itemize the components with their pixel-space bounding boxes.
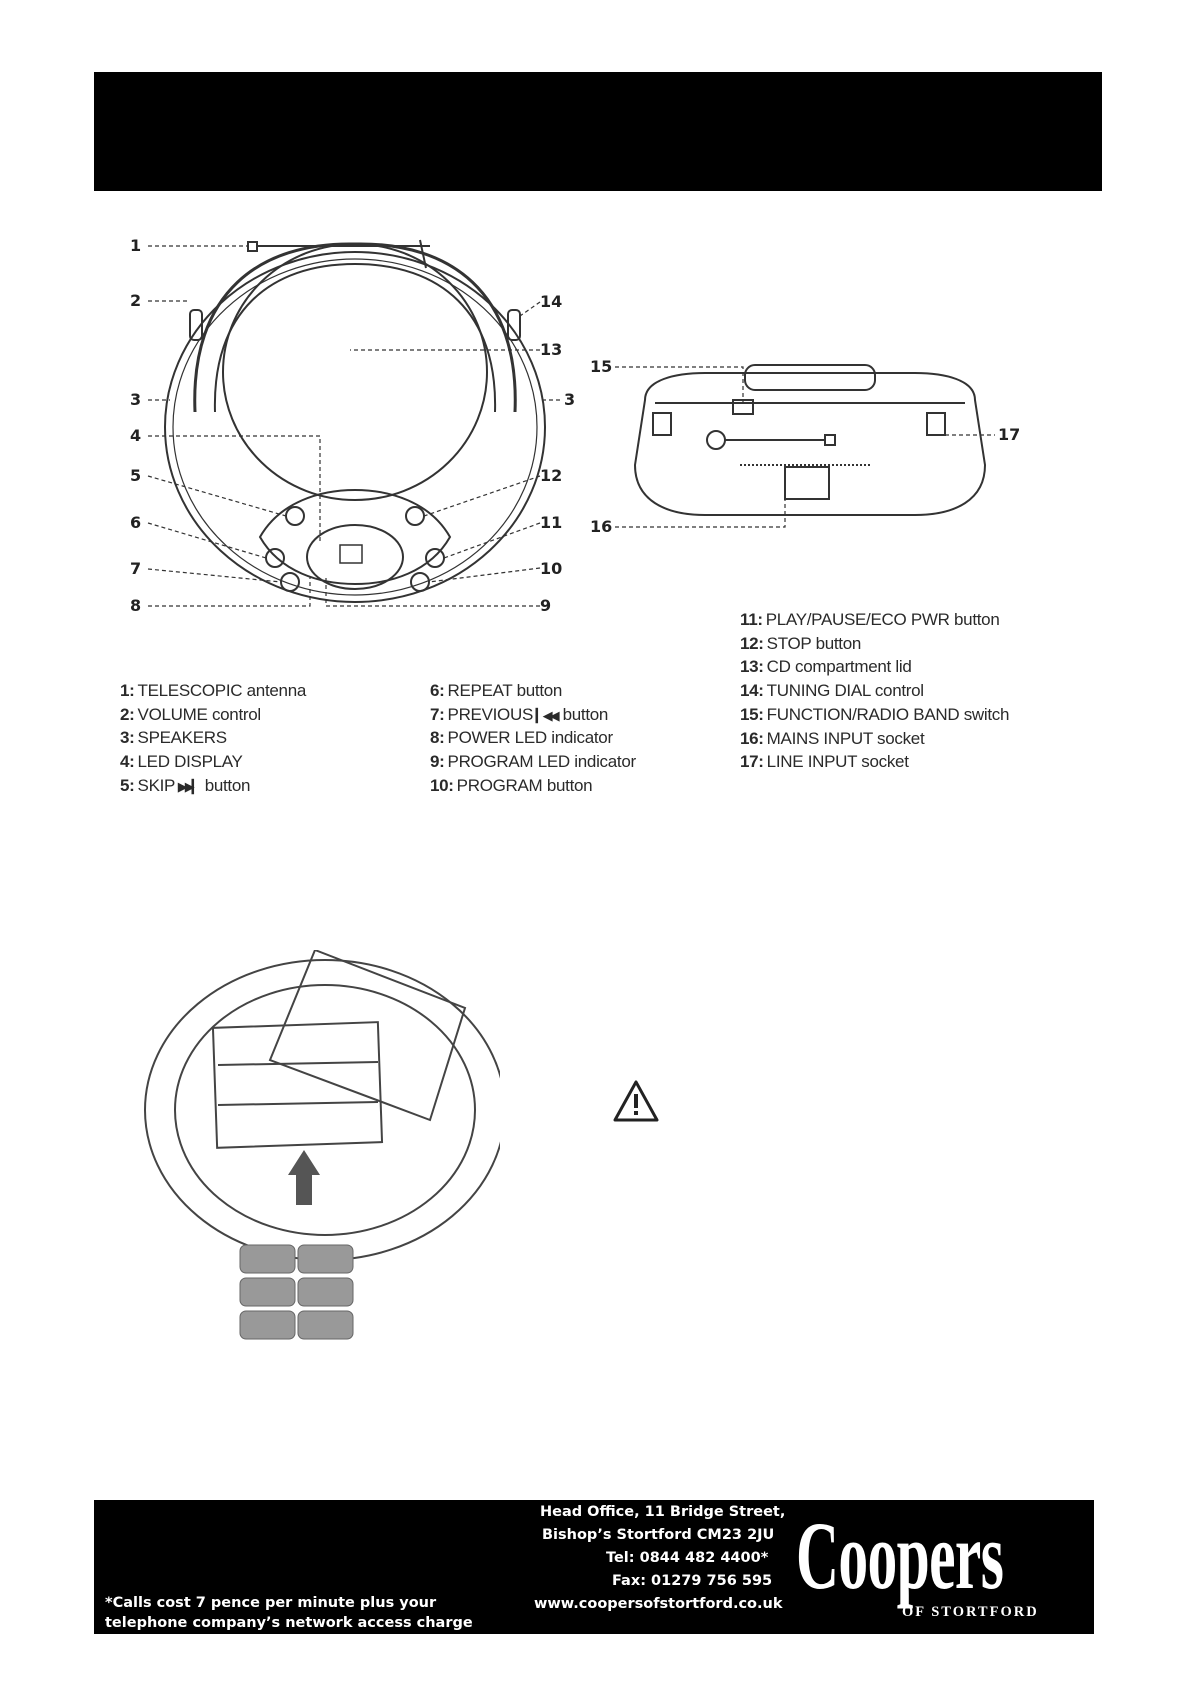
callout-17-label: 17 <box>998 425 1020 444</box>
skip-back-icon: ▎◀◀ <box>535 707 560 723</box>
legend-item-16: 16:MAINS INPUT socket <box>740 728 925 749</box>
callout-7-label: 7 <box>130 559 141 578</box>
callout-1-label: 1 <box>130 236 141 255</box>
warning-triangle-icon <box>613 1080 659 1122</box>
legend-item-10: 10:PROGRAM button <box>430 775 593 796</box>
legend-number: 11: <box>740 610 763 629</box>
legend-text: TUNING DIAL control <box>766 681 924 701</box>
legend-number: 17: <box>740 752 764 772</box>
footnote-line-2: telephone company’s network access charg… <box>105 1615 473 1631</box>
legend-number: 6: <box>430 681 445 700</box>
legend-number: 2: <box>120 704 135 724</box>
legend-text: PREVIOUS <box>447 704 534 724</box>
legend-item-8: 8:POWER LED indicator <box>430 728 613 748</box>
legend-text: VOLUME control <box>137 704 262 724</box>
legend-item-1: 1:TELESCOPIC antenna <box>120 681 306 701</box>
legend-text: MAINS INPUT socket <box>766 728 925 748</box>
legend-item-5: 5:SKIP ▶▶▎button <box>120 776 250 796</box>
battery-installation-diagram <box>144 950 500 1340</box>
skip-forward-icon: ▶▶▎ <box>177 778 202 794</box>
legend-text: TELESCOPIC antenna <box>137 681 307 700</box>
callout-8-label: 8 <box>130 596 141 615</box>
legend-number: 13: <box>740 657 764 677</box>
legend-text: PLAY/PAUSE/ECO PWR button <box>765 610 1000 629</box>
callout-15-label: 15 <box>590 357 612 376</box>
back-view-diagram: 15 16 17 <box>590 357 1020 536</box>
legend-item-4: 4:LED DISPLAY <box>120 752 243 772</box>
legend-text: SPEAKERS <box>137 728 228 748</box>
footnote-line-1: *Calls cost 7 pence per minute plus your <box>105 1595 437 1611</box>
callout-16-label: 16 <box>590 517 612 536</box>
legend-item-11: 11:PLAY/PAUSE/ECO PWR button <box>740 610 1000 630</box>
legend-item-17: 17:LINE INPUT socket <box>740 752 909 772</box>
legend-number: 16: <box>740 728 764 748</box>
callout-3-label: 3 <box>130 390 141 409</box>
legend-text: CD compartment lid <box>766 657 912 677</box>
callout-10-label: 10 <box>540 559 562 578</box>
telephone-line: Tel: 0844 482 4400* <box>606 1550 769 1566</box>
legend-text: PROGRAM LED indicator <box>447 752 637 772</box>
legend-item-15: 15:FUNCTION/RADIO BAND switch <box>740 705 1009 725</box>
website-link[interactable]: www.coopersofstortford.co.uk <box>534 1596 783 1612</box>
callout-9-label: 9 <box>540 596 551 615</box>
fax-line: Fax: 01279 756 595 <box>612 1573 773 1589</box>
legend-number: 14: <box>740 681 764 701</box>
legend-number: 4: <box>120 752 135 772</box>
logo-subtitle: OF STORTFORD <box>902 1604 1039 1620</box>
callout-12-label: 12 <box>540 466 562 485</box>
address-line-2: Bishop’s Stortford CM23 2JU <box>542 1527 775 1543</box>
legend-text: STOP button <box>766 633 862 653</box>
callout-13-label: 13 <box>540 340 562 359</box>
legend-text: button <box>562 704 609 724</box>
footer-bar: Head Office, 11 Bridge Street, Bishop’s … <box>94 1500 1094 1634</box>
legend-number: 7: <box>430 704 445 724</box>
legend-item-6: 6:REPEAT button <box>430 681 562 701</box>
callout-4-label: 4 <box>130 426 141 445</box>
coopers-logo: Coopers <box>796 1502 1004 1609</box>
legend-text: POWER LED indicator <box>447 728 614 748</box>
legend-item-13: 13:CD compartment lid <box>740 657 912 677</box>
legend-text: LED DISPLAY <box>137 752 243 772</box>
address-line-1: Head Office, 11 Bridge Street, <box>540 1504 786 1520</box>
legend-number: 1: <box>120 681 135 700</box>
call-charges-footnote: *Calls cost 7 pence per minute plus your… <box>105 1593 475 1633</box>
legend-number: 3: <box>120 728 135 748</box>
legend-number: 15: <box>740 704 764 724</box>
legend-text: SKIP <box>137 775 176 795</box>
callout-5-label: 5 <box>130 466 141 485</box>
callout-2-label: 2 <box>130 291 141 310</box>
legend-item-9: 9:PROGRAM LED indicator <box>430 752 636 772</box>
top-banner <box>94 72 1102 191</box>
legend-number: 8: <box>430 728 445 748</box>
legend-text: LINE INPUT socket <box>766 752 909 772</box>
legend-item-12: 12:STOP button <box>740 634 861 654</box>
callout-14-label: 14 <box>540 292 562 311</box>
callout-3-label: 3 <box>564 390 575 409</box>
legend-item-2: 2:VOLUME control <box>120 705 261 725</box>
legend-number: 9: <box>430 752 445 772</box>
legend-item-3: 3:SPEAKERS <box>120 728 227 748</box>
callout-11-label: 11 <box>540 513 562 532</box>
legend-item-7: 7:PREVIOUS ▎◀◀button <box>430 705 608 725</box>
legend-text: PROGRAM button <box>456 775 593 795</box>
legend-text: FUNCTION/RADIO BAND switch <box>766 704 1010 724</box>
legend-text: REPEAT button <box>447 681 563 700</box>
legend-item-14: 14:TUNING DIAL control <box>740 681 924 701</box>
legend-number: 5: <box>120 775 135 795</box>
legend-number: 12: <box>740 633 764 653</box>
callout-6-label: 6 <box>130 513 141 532</box>
legend-text: button <box>204 775 251 795</box>
legend-number: 10: <box>430 775 454 795</box>
